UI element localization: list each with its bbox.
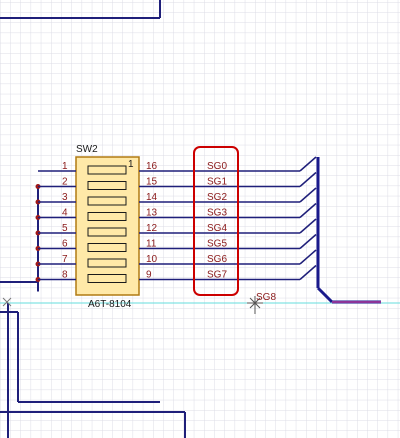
dip-switch-slots: [87, 165, 127, 283]
component-part-number: A6T-8104: [88, 299, 132, 310]
bus-entry[interactable]: [299, 187, 317, 203]
left-pin-number: 8: [62, 270, 68, 281]
right-pin-group: 16 15 14 13 12 11 10 9: [146, 161, 158, 281]
net-label-selection-box[interactable]: [193, 146, 239, 296]
switch-slot: [87, 165, 127, 175]
switch-slot: [87, 227, 127, 237]
net-label: SG7: [207, 270, 227, 281]
right-pin-number: 14: [146, 192, 158, 203]
left-edge-marker: [2, 297, 12, 307]
net-label: SG1: [207, 177, 227, 188]
net-label: SG6: [207, 254, 227, 265]
bus-entry[interactable]: [299, 264, 317, 281]
left-pin-number: 3: [62, 192, 68, 203]
right-pin-number: 11: [146, 239, 157, 250]
net-label: SG5: [207, 239, 227, 250]
crosshair-cursor-icon: [247, 296, 263, 314]
switch-slot: [87, 181, 127, 190]
bus-entry[interactable]: [299, 156, 317, 172]
switch-slot: [87, 258, 127, 268]
bus-entry[interactable]: [299, 202, 317, 219]
bus-entry[interactable]: [299, 171, 317, 188]
component-refdes: SW2: [76, 144, 98, 155]
right-pin-number: 12: [146, 223, 158, 234]
switch-slot: [87, 212, 127, 221]
left-pin-number: 6: [62, 239, 68, 250]
right-pin-number: 10: [146, 254, 158, 265]
net-label: SG4: [207, 223, 227, 234]
switch-slot: [87, 196, 127, 206]
switch-slot: [87, 243, 127, 252]
switch-slot: [87, 274, 127, 283]
net-label: SG2: [207, 192, 227, 203]
left-pin-number: 7: [62, 254, 68, 265]
net-label: SG0: [207, 161, 227, 172]
cursor-net-label: SG8: [256, 292, 276, 303]
top-wire-fragment[interactable]: [0, 0, 161, 19]
net-label: SG3: [207, 208, 227, 219]
left-pin-group: 1 2 3 4 5 6 7 8: [62, 161, 68, 281]
left-pin-number: 1: [62, 161, 68, 172]
pin-one-marker: 1: [128, 159, 134, 170]
left-pin-number: 2: [62, 177, 68, 188]
sw2-component-body[interactable]: [75, 156, 140, 296]
right-pin-number: 15: [146, 177, 158, 188]
bus-entry[interactable]: [299, 233, 317, 250]
right-pin-number: 16: [146, 161, 158, 172]
right-pin-number: 9: [146, 270, 152, 281]
left-pin-number: 4: [62, 208, 68, 219]
bus-entry[interactable]: [299, 249, 317, 265]
bus-entry[interactable]: [299, 218, 317, 234]
left-pin-number: 5: [62, 223, 68, 234]
bottom-left-wires[interactable]: [0, 281, 186, 438]
right-pin-number: 13: [146, 208, 158, 219]
net-wire-group[interactable]: [38, 156, 317, 281]
